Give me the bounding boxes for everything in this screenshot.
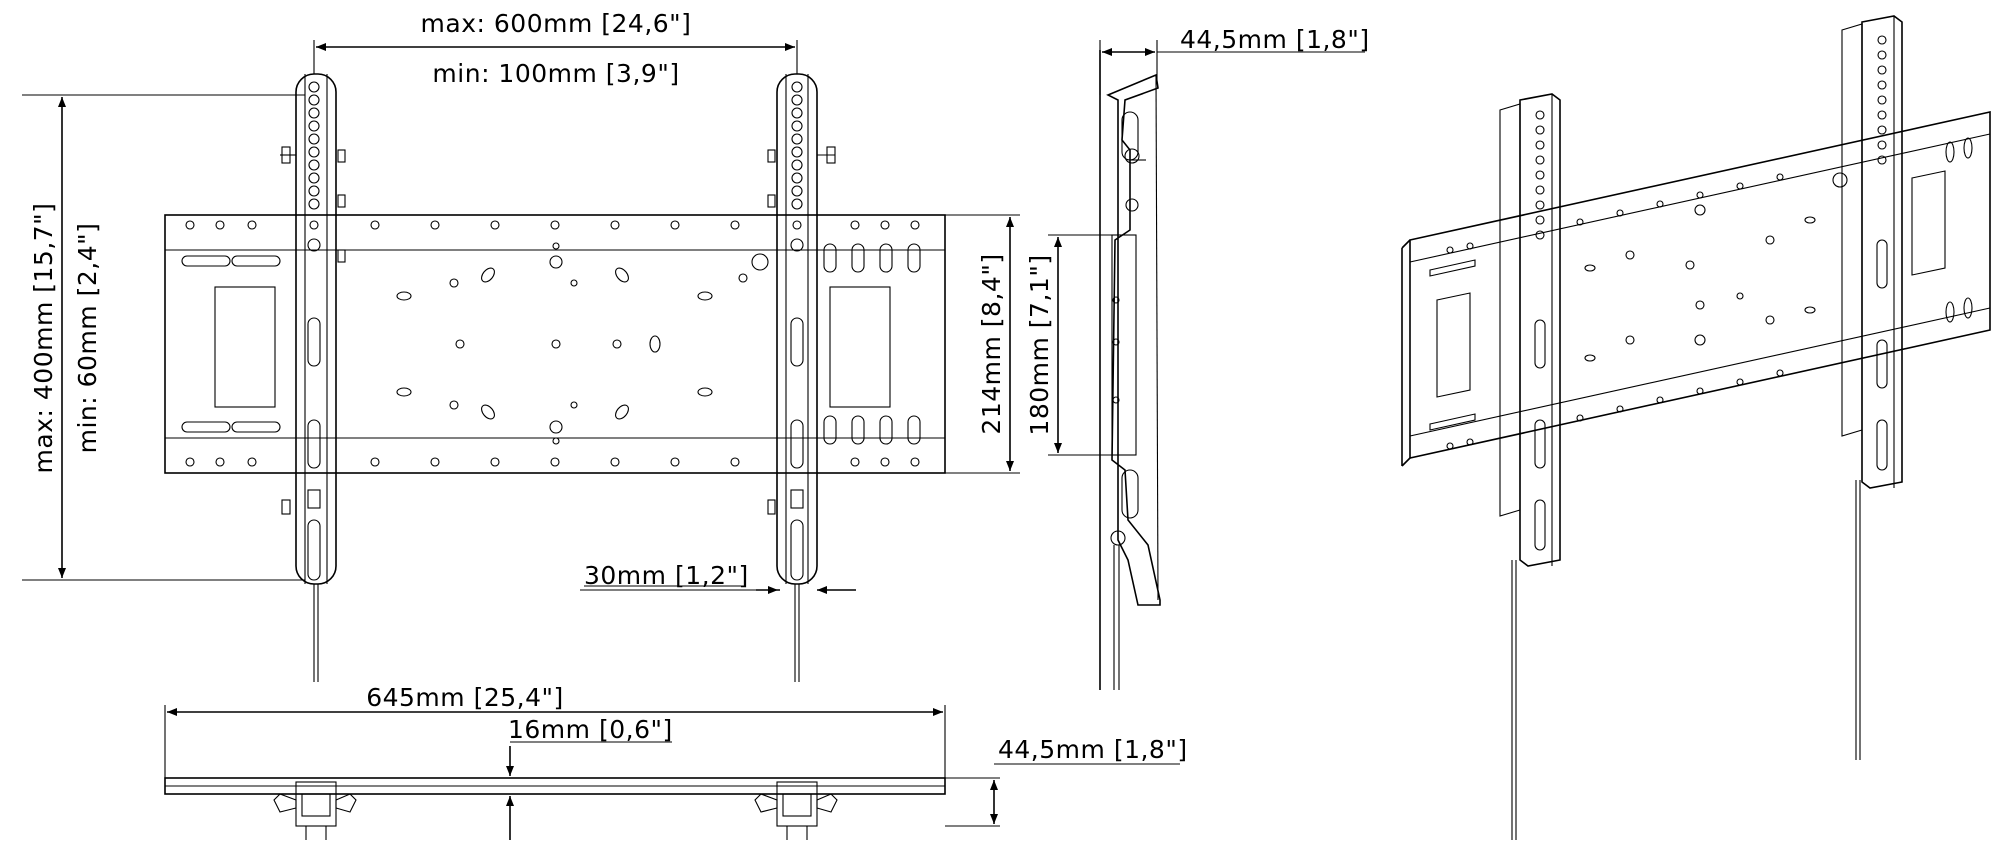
side-view: 44,5mm [1,8"] 180mm [7,1"] — [1025, 25, 1370, 690]
wall-plate — [164, 214, 946, 474]
left-arm — [280, 73, 346, 682]
front-view: max: 600mm [24,6"] min: 100mm [3,9"] max… — [22, 9, 1020, 682]
dim-vertical-max: max: 400mm [15,7"] — [29, 203, 58, 474]
dim-rail-offset: 16mm [0,6"] — [508, 715, 673, 744]
dim-depth-side: 44,5mm [1,8"] — [1180, 25, 1370, 54]
plate-slots — [181, 243, 921, 445]
dim-vertical-min: min: 60mm [2,4"] — [73, 223, 102, 454]
vesa-pattern — [396, 242, 769, 445]
dim-arm-width: 30mm [1,2"] — [584, 561, 749, 590]
plate-top-holes — [185, 220, 920, 467]
isometric-view — [1401, 15, 1991, 840]
dim-plate-height: 214mm [8,4"] — [977, 253, 1006, 434]
top-view: 645mm [25,4"] 16mm [0,6"] 44,5mm [1,8"] — [164, 683, 1188, 840]
dim-depth-bottom: 44,5mm [1,8"] — [998, 735, 1188, 764]
iso-left-arm — [1499, 93, 1561, 840]
dim-pitch-min: min: 100mm [3,9"] — [432, 59, 679, 88]
dim-bracket-span: 180mm [7,1"] — [1025, 254, 1054, 435]
dim-pitch-max: max: 600mm [24,6"] — [421, 9, 692, 38]
iso-right-arm — [1841, 15, 1903, 760]
dim-overall-width: 645mm [25,4"] — [366, 683, 564, 712]
